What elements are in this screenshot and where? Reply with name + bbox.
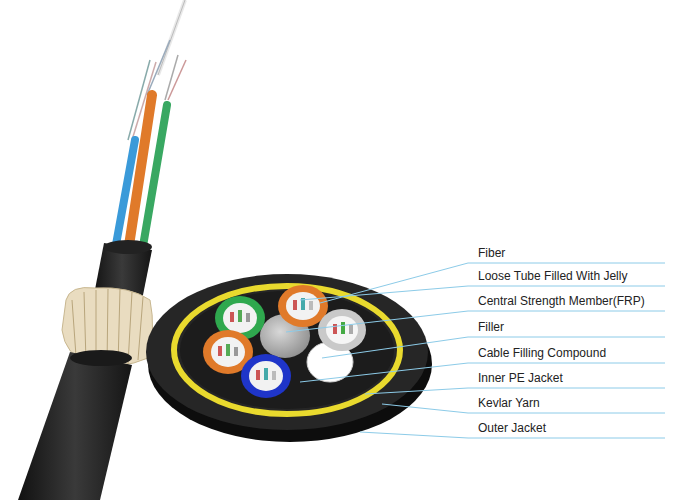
part-label: Outer Jacket (478, 421, 546, 435)
cross-section (146, 274, 432, 442)
part-label: Fiber (478, 246, 505, 260)
part-label: Central Strength Member(FRP) (478, 294, 645, 308)
fiber-strands (128, 0, 186, 140)
cable-jackets (18, 240, 153, 500)
part-label: Inner PE Jacket (478, 371, 563, 385)
part-label: Loose Tube Filled With Jelly (478, 269, 627, 283)
leader-lines (286, 263, 665, 438)
part-label: Cable Filling Compound (478, 346, 606, 360)
part-label: Filler (478, 320, 504, 334)
part-label: Kevlar Yarn (478, 396, 540, 410)
loose-tubes (115, 95, 167, 252)
